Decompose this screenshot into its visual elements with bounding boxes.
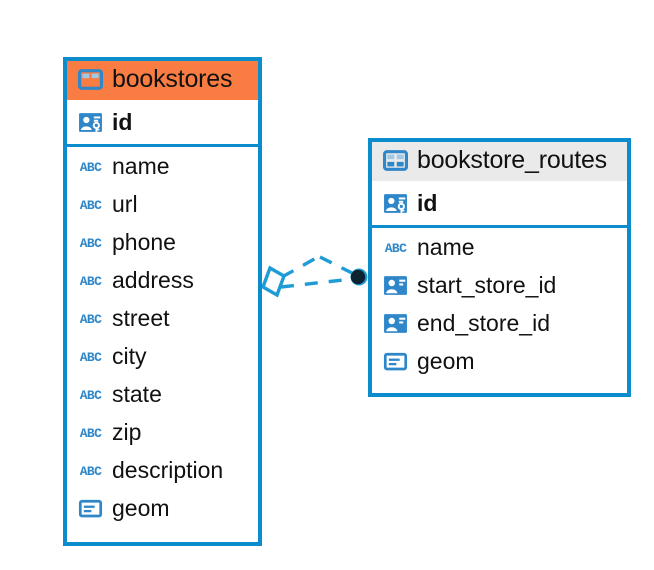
svg-text:ABC: ABC bbox=[80, 198, 102, 213]
column-row[interactable]: geom bbox=[372, 342, 627, 380]
column-label: start_store_id bbox=[417, 271, 557, 298]
relationship-diamond-endpoint bbox=[260, 265, 287, 298]
column-row[interactable]: ABC name bbox=[67, 147, 258, 185]
svg-text:ABC: ABC bbox=[80, 312, 102, 327]
column-row[interactable]: ABC address bbox=[67, 261, 258, 299]
geometry-icon bbox=[383, 349, 408, 374]
foreign-key-icon bbox=[383, 273, 408, 298]
svg-text:ABC: ABC bbox=[80, 388, 102, 403]
primary-key-icon bbox=[383, 191, 408, 216]
svg-text:ABC: ABC bbox=[80, 426, 102, 441]
table-grid-icon bbox=[78, 67, 103, 92]
column-row[interactable]: ABC city bbox=[67, 337, 258, 375]
table-grid-icon bbox=[383, 148, 408, 173]
table-title-bookstores: bookstores bbox=[112, 65, 233, 93]
column-row[interactable]: end_store_id bbox=[372, 304, 627, 342]
column-row[interactable]: ABC zip bbox=[67, 413, 258, 451]
text-abc-icon: ABC bbox=[78, 230, 103, 255]
text-abc-icon: ABC bbox=[78, 154, 103, 179]
column-label: street bbox=[112, 304, 170, 331]
column-row[interactable]: start_store_id bbox=[372, 266, 627, 304]
column-row[interactable]: ABC phone bbox=[67, 223, 258, 261]
column-label: id bbox=[112, 108, 133, 135]
table-title-bookstore-routes: bookstore_routes bbox=[417, 146, 607, 174]
primary-key-divider bbox=[67, 144, 258, 147]
text-abc-icon: ABC bbox=[78, 268, 103, 293]
svg-text:ABC: ABC bbox=[80, 274, 102, 289]
text-abc-icon: ABC bbox=[78, 344, 103, 369]
svg-text:ABC: ABC bbox=[80, 160, 102, 175]
column-row[interactable]: ABC name bbox=[372, 228, 627, 266]
text-abc-icon: ABC bbox=[78, 420, 103, 445]
column-row[interactable]: ABC street bbox=[67, 299, 258, 337]
table-bookstore-routes[interactable]: bookstore_routes id ABC name start_store_i… bbox=[368, 138, 631, 397]
text-abc-icon: ABC bbox=[78, 382, 103, 407]
column-label: phone bbox=[112, 228, 176, 255]
primary-key-divider bbox=[372, 225, 627, 228]
text-abc-icon: ABC bbox=[78, 458, 103, 483]
relationship-circle-endpoint bbox=[350, 268, 368, 286]
relationship-line-upper-left bbox=[281, 255, 319, 279]
column-label: end_store_id bbox=[417, 309, 550, 336]
column-label: city bbox=[112, 342, 147, 369]
column-label: state bbox=[112, 380, 162, 407]
svg-text:ABC: ABC bbox=[80, 464, 102, 479]
text-abc-icon: ABC bbox=[78, 306, 103, 331]
svg-text:ABC: ABC bbox=[80, 236, 102, 251]
column-row[interactable]: geom bbox=[67, 489, 258, 527]
column-label: name bbox=[417, 233, 475, 260]
column-label: geom bbox=[417, 347, 475, 374]
column-row-primary-key[interactable]: id bbox=[67, 100, 258, 144]
primary-key-icon bbox=[78, 110, 103, 135]
foreign-key-icon bbox=[383, 311, 408, 336]
column-label: id bbox=[417, 189, 438, 216]
svg-text:ABC: ABC bbox=[80, 350, 102, 365]
table-header-bookstores[interactable]: bookstores bbox=[67, 61, 258, 100]
table-header-bookstore-routes[interactable]: bookstore_routes bbox=[372, 142, 627, 181]
column-label: zip bbox=[112, 418, 142, 445]
column-label: description bbox=[112, 456, 224, 483]
relationship-line-upper-right bbox=[319, 255, 355, 276]
column-label: address bbox=[112, 266, 194, 293]
column-row[interactable]: ABC state bbox=[67, 375, 258, 413]
column-row[interactable]: ABC url bbox=[67, 185, 258, 223]
column-label: geom bbox=[112, 494, 170, 521]
column-label: name bbox=[112, 152, 170, 179]
column-row[interactable]: ABC description bbox=[67, 451, 258, 489]
text-abc-icon: ABC bbox=[383, 235, 408, 260]
relationship-line-lower bbox=[280, 277, 353, 289]
geometry-icon bbox=[78, 496, 103, 521]
column-label: url bbox=[112, 190, 138, 217]
svg-text:ABC: ABC bbox=[385, 241, 407, 256]
text-abc-icon: ABC bbox=[78, 192, 103, 217]
column-row-primary-key[interactable]: id bbox=[372, 181, 627, 225]
